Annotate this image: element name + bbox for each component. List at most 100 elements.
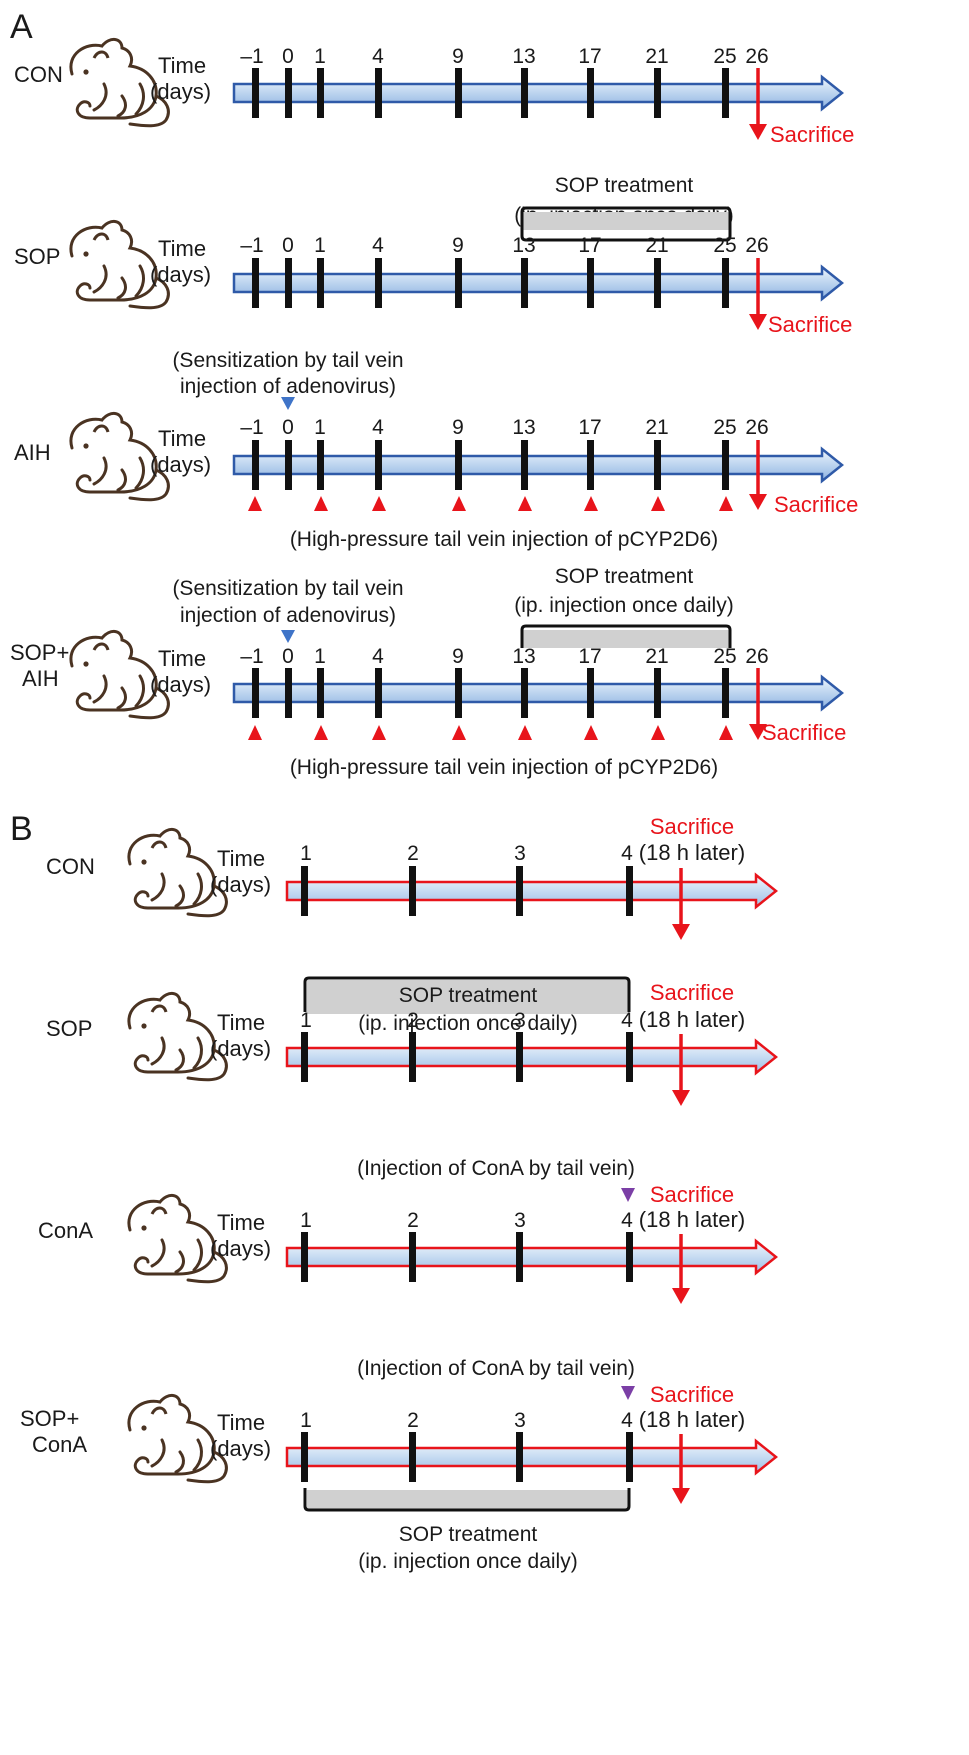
days-label: (days) — [210, 872, 271, 897]
day-tick: 2 — [407, 1409, 419, 1432]
injection-marker — [314, 725, 328, 740]
day-tick: 4 — [621, 1209, 633, 1232]
day-tick: 9 — [452, 645, 464, 668]
day-tick: 17 — [578, 45, 601, 68]
days-label: (days) — [150, 672, 211, 697]
day-tick: 25 — [713, 45, 736, 68]
day-tick: 4 — [372, 645, 384, 668]
sacrifice-note: (18 h later) — [639, 1207, 745, 1232]
timeline-a-aih: (Sensitization by tail vein injection of… — [14, 349, 858, 551]
group-label-b-sop-cona-2: ConA — [32, 1432, 87, 1457]
injection-marker — [584, 496, 598, 511]
day-tick: –1 — [240, 45, 263, 68]
sacrifice-note: (18 h later) — [639, 1407, 745, 1432]
injection-note: (High-pressure tail vein injection of pC… — [290, 756, 718, 779]
day-tick: 4 — [372, 416, 384, 439]
treatment-title: SOP treatment — [399, 984, 538, 1007]
day-tick: 2 — [407, 1209, 419, 1232]
sensitization-marker — [281, 397, 295, 410]
cona-note: (Injection of ConA by tail vein) — [357, 1357, 635, 1380]
timeline-b-cona: (Injection of ConA by tail vein) ConA Ti… — [38, 1157, 779, 1304]
day-tick: 1 — [314, 645, 326, 668]
treatment-title: SOP treatment — [399, 1523, 538, 1546]
injection-marker — [518, 496, 532, 511]
injection-marker — [372, 496, 386, 511]
day-tick-labels: –1 0 1 4 9 13 17 21 25 26 — [240, 45, 768, 68]
day-tick: 26 — [745, 416, 768, 439]
day-tick: 21 — [645, 234, 668, 257]
day-tick-labels: 1 2 3 4 — [300, 1409, 633, 1432]
timeline-arrow — [232, 264, 845, 302]
day-tick: 3 — [514, 1409, 526, 1432]
day-tick-labels: –1 0 1 4 9 13 17 21 25 26 — [240, 234, 768, 257]
sacrifice-note: (18 h later) — [639, 1007, 745, 1032]
injection-marker — [452, 496, 466, 511]
timeline-b-con: CON Time (days) 1 2 3 4 Sacrifice (18 h … — [46, 814, 779, 940]
injection-marker — [518, 725, 532, 740]
day-tick: 25 — [713, 645, 736, 668]
day-tick: 25 — [713, 416, 736, 439]
day-tick: 13 — [512, 416, 535, 439]
day-tick: 1 — [300, 1209, 312, 1232]
sensitization-marker — [281, 630, 295, 643]
sacrifice-arrowhead — [672, 1488, 690, 1504]
day-tick: 1 — [300, 1409, 312, 1432]
sensitization-title: (Sensitization by tail vein — [172, 577, 403, 600]
day-tick-labels: 1 2 3 4 — [300, 1009, 633, 1032]
injection-marker — [314, 496, 328, 511]
timeline-arrow — [285, 1038, 779, 1076]
tick-marks — [252, 440, 729, 490]
days-label: (days) — [210, 1236, 271, 1261]
day-tick: 21 — [645, 416, 668, 439]
panel-b-letter: B — [10, 810, 33, 848]
injection-marker — [372, 725, 386, 740]
day-tick: 0 — [282, 234, 294, 257]
treatment-subtitle: (ip. injection once daily) — [358, 1012, 577, 1035]
treatment-title: SOP treatment — [555, 565, 694, 588]
day-tick: –1 — [240, 234, 263, 257]
sacrifice-label: Sacrifice — [650, 1382, 734, 1407]
timeline-arrow — [285, 1238, 779, 1276]
sacrifice-label: Sacrifice — [774, 492, 858, 517]
time-label: Time — [158, 236, 206, 261]
sacrifice-label: Sacrifice — [770, 122, 854, 147]
day-tick: 25 — [713, 234, 736, 257]
days-label: (days) — [210, 1036, 271, 1061]
injection-marker — [651, 496, 665, 511]
day-tick: 1 — [300, 842, 312, 865]
day-tick: –1 — [240, 645, 263, 668]
day-tick: 17 — [578, 645, 601, 668]
group-label-a-sop-aih-2: AIH — [22, 666, 59, 691]
treatment-subtitle: (ip. injection once daily) — [358, 1550, 577, 1573]
day-tick-labels: 1 2 3 4 — [300, 842, 633, 865]
day-tick: 26 — [745, 45, 768, 68]
sacrifice-arrowhead — [749, 314, 767, 330]
timeline-arrow — [285, 1438, 779, 1476]
sacrifice-arrowhead — [672, 924, 690, 940]
timeline-b-sop: SOP treatment (ip. injection once daily)… — [46, 976, 779, 1106]
sacrifice-arrowhead — [749, 124, 767, 140]
day-tick-labels: –1 0 1 4 9 13 17 21 25 26 — [240, 416, 768, 439]
timeline-arrow — [285, 872, 779, 910]
day-tick: 4 — [621, 1009, 633, 1032]
group-label-b-con: CON — [46, 854, 95, 879]
sacrifice-label: Sacrifice — [768, 312, 852, 337]
tick-marks — [252, 258, 729, 308]
injection-marker — [719, 496, 733, 511]
injection-marker — [452, 725, 466, 740]
day-tick: 2 — [407, 842, 419, 865]
day-tick: 9 — [452, 234, 464, 257]
day-tick: 9 — [452, 45, 464, 68]
sacrifice-label: Sacrifice — [762, 720, 846, 745]
tick-marks — [301, 1432, 633, 1482]
day-tick: –1 — [240, 416, 263, 439]
tick-marks — [301, 1232, 633, 1282]
group-label-a-con: CON — [14, 62, 63, 87]
day-tick: 26 — [745, 234, 768, 257]
timeline-a-sop-aih: (Sensitization by tail vein injection of… — [10, 565, 846, 779]
timeline-a-con: CON Time (days) –1 0 1 4 9 13 17 21 25 2… — [14, 37, 854, 147]
day-tick: 13 — [512, 645, 535, 668]
day-tick: 3 — [514, 1209, 526, 1232]
cona-note: (Injection of ConA by tail vein) — [357, 1157, 635, 1180]
tick-marks — [301, 1032, 633, 1082]
